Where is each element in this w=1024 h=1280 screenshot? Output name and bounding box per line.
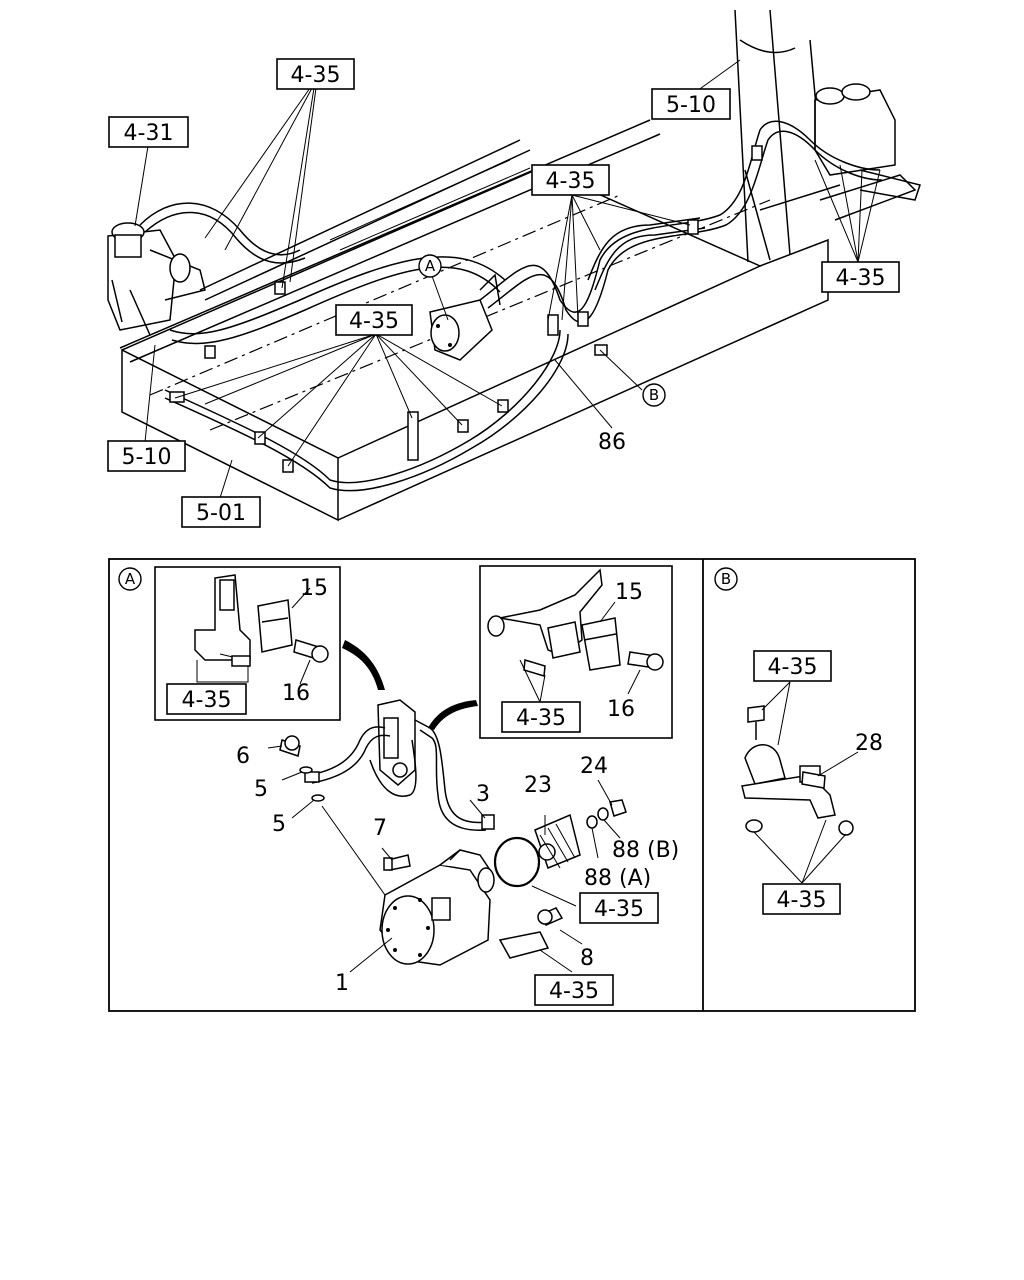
svg-text:4-35: 4-35 [291,63,341,88]
svg-text:5-10: 5-10 [122,445,172,470]
part-label-1: 1 [335,971,349,996]
svg-text:A: A [425,257,436,275]
part-label-28: 28 [855,731,883,756]
ref-box-4-35-oring[interactable]: 4-35 [579,892,659,924]
inset-clamp-left [154,566,341,721]
part-label-15-left: 15 [300,576,328,601]
ref-box-4-35-top-middle[interactable]: 4-35 [531,164,610,196]
svg-text:4-35: 4-35 [349,309,399,334]
svg-text:4-35: 4-35 [516,706,566,731]
ref-box-4-35-center[interactable]: 4-35 [335,304,413,336]
ref-box-5-10-bottom[interactable]: 5-10 [107,440,186,472]
part-label-88a: 88 (A) [584,866,651,891]
svg-text:4-35: 4-35 [549,979,599,1004]
part-label-3: 3 [476,782,490,807]
part-label-86: 86 [598,430,626,455]
clamp-left-parts [194,574,329,685]
steering-reservoir [107,222,206,336]
ref-box-4-35-top-right[interactable]: 4-35 [821,261,900,293]
view-marker-a-top[interactable]: A [418,254,442,278]
part-label-15-right: 15 [615,580,643,605]
part-label-24: 24 [580,754,608,779]
svg-text:4-35: 4-35 [182,688,232,713]
svg-text:B: B [721,570,731,588]
part-label-7: 7 [373,816,387,841]
clamp-right-parts [487,568,664,703]
reservoir-tank [814,83,921,201]
part-label-5-lower: 5 [272,812,286,837]
pump-exploded-view [267,699,627,973]
svg-text:5-01: 5-01 [196,501,246,526]
detail-frame [108,558,916,1012]
svg-text:4-35: 4-35 [836,266,886,291]
svg-text:4-35: 4-35 [546,169,596,194]
ref-box-4-35-b-bottom[interactable]: 4-35 [762,883,841,915]
svg-text:A: A [125,570,136,588]
pointer-arrow-right [428,700,478,730]
svg-text:4-35: 4-35 [768,655,818,680]
ref-box-4-35-top-left[interactable]: 4-35 [276,58,355,90]
part-label-23: 23 [524,773,552,798]
pointer-arrow-left [342,640,385,690]
part-label-16-left: 16 [282,681,310,706]
svg-text:B: B [649,386,659,404]
svg-text:5-10: 5-10 [666,93,716,118]
ref-box-4-35-inset-right[interactable]: 4-35 [501,701,581,733]
ref-box-4-35-b-top[interactable]: 4-35 [753,650,832,682]
part-label-8: 8 [580,946,594,971]
view-label-b: B [714,567,738,591]
pump-top-view [429,273,501,361]
ref-box-5-01[interactable]: 5-01 [181,496,261,528]
svg-text:4-31: 4-31 [124,121,174,146]
view-label-a: A [118,567,142,591]
inset-clamp-right [479,565,673,739]
ref-box-4-35-inset-left[interactable]: 4-35 [166,683,247,715]
ref-box-4-35-pump-bottom[interactable]: 4-35 [534,974,614,1006]
ref-box-4-31[interactable]: 4-31 [108,116,189,148]
part-label-6: 6 [236,744,250,769]
bracket-b-parts [741,681,859,884]
part-label-5-upper: 5 [254,777,268,802]
svg-text:4-35: 4-35 [777,888,827,913]
part-label-88b: 88 (B) [612,838,679,863]
part-label-16-right: 16 [607,697,635,722]
svg-text:4-35: 4-35 [594,897,644,922]
chassis-overview [107,9,921,522]
ref-box-5-10-top[interactable]: 5-10 [651,88,731,120]
view-marker-b-top[interactable]: B [642,383,666,407]
